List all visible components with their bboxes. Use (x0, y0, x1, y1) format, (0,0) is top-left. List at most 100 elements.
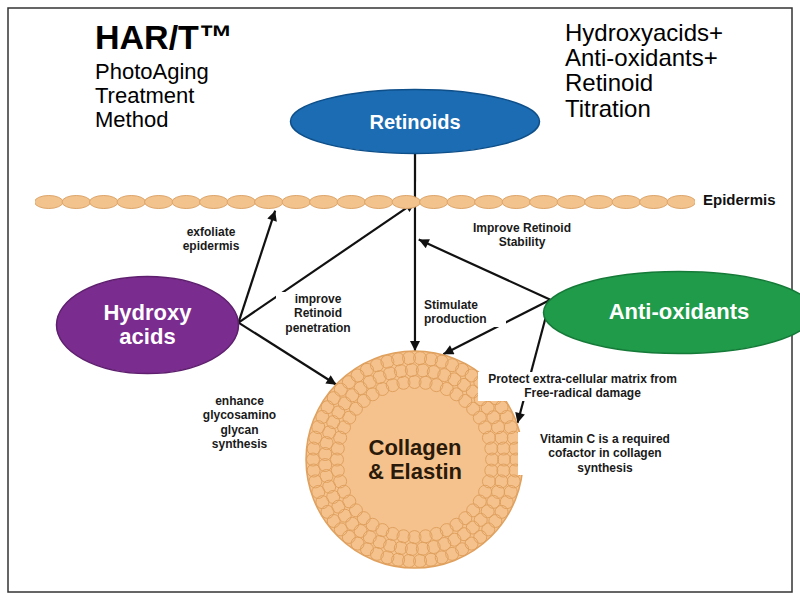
fiber-loop (352, 369, 365, 382)
node-text-box: Anti-oxidants (592, 300, 767, 324)
node-text-box: Collagen & Elastin (365, 436, 465, 484)
fiber-loop (355, 525, 368, 538)
fiber-loop (374, 536, 387, 549)
cell-bead (447, 196, 476, 209)
edge-label: Protect extra-cellular matrix from Free-… (478, 372, 687, 401)
title: HAR/T™ (95, 18, 233, 57)
node-label: Epidermis (703, 192, 776, 209)
ellipse-fill (544, 272, 800, 354)
fiber-loop (497, 442, 510, 455)
fiber-loop (485, 442, 498, 455)
cell-bead (640, 196, 669, 209)
heading-note: Hydroxyacids+ Anti-oxidants+ Retinoid Ti… (565, 20, 733, 121)
fiber-loop (367, 388, 380, 401)
fiber-loop (475, 514, 488, 527)
edge-label: Improve Retinoid Stability (455, 221, 589, 250)
cell-bead (530, 196, 559, 209)
fiber-loop (482, 523, 495, 536)
fiber-loop (467, 403, 480, 416)
fiber-loop (458, 528, 471, 541)
ellipse-fill (291, 90, 540, 154)
fiber-loop (364, 376, 377, 389)
cell-bead (200, 196, 229, 209)
cell-bead (90, 196, 119, 209)
fiber-loop (358, 512, 371, 525)
frame-border (8, 8, 792, 592)
fiber-loop (456, 364, 469, 377)
antioxidant-ellipse: Anti-oxidants (542, 270, 800, 355)
cell-bead (117, 196, 146, 209)
cell-bead (310, 196, 339, 209)
fiber-loop (338, 421, 351, 434)
fiber-ring (331, 376, 499, 544)
fiber-loop (352, 538, 365, 551)
edge-label: Vitamin C is a required cofactor in coll… (518, 432, 692, 475)
fiber-loop (371, 548, 384, 561)
fiber-loop (343, 376, 356, 389)
fiber-loop (467, 521, 480, 534)
fiber-loop (458, 379, 471, 392)
node-label: Retinoids (335, 111, 495, 133)
fiber-loop (459, 512, 472, 525)
cell-bead (612, 196, 641, 209)
cell-bead (62, 196, 91, 209)
fiber-loop (358, 395, 371, 408)
fiber-loop (450, 388, 463, 401)
node-label: Collagen & Elastin (365, 436, 465, 484)
fiber-loop (346, 389, 359, 402)
edge-label: Stimulate production (422, 298, 506, 327)
fiber-loop (343, 531, 356, 544)
edge-label: improve Retinoid penetration (276, 292, 360, 335)
ellipse-fill (57, 277, 239, 374)
cell-bead (420, 196, 449, 209)
fiber-loop (474, 531, 487, 544)
node-label: Hydroxy acids (93, 301, 203, 349)
node-label: Anti-oxidants (592, 300, 767, 324)
fiber-loop (501, 496, 514, 509)
fiber-loop (456, 543, 469, 556)
cell-bead (585, 196, 614, 209)
heading-note: PhotoAging Treatment Method (95, 60, 225, 133)
cell-bead (557, 196, 586, 209)
fiber-loop (467, 504, 480, 517)
node-text-box: Hydroxy acids (93, 301, 203, 349)
fiber-loop (350, 403, 363, 416)
cell-bead (667, 196, 695, 209)
cell-bead (392, 196, 421, 209)
fiber-loop (441, 383, 454, 396)
fiber-loop (465, 369, 478, 382)
fiber-loop (376, 524, 389, 537)
fiber-loop (343, 495, 356, 508)
cell-bead (282, 196, 311, 209)
cell-bead (255, 196, 284, 209)
fiber-loop (350, 504, 363, 517)
fiber-loop (355, 382, 368, 395)
fiber-loop (459, 395, 472, 408)
shape-outline (35, 190, 695, 214)
retinoid-ellipse: Retinoids (289, 88, 541, 155)
arrow-connector (414, 154, 416, 351)
fiber-loop (343, 412, 356, 425)
cell-bead (475, 196, 504, 209)
fiber-loop (448, 534, 461, 547)
edge-label: exfoliate epidermis (166, 225, 256, 254)
cell-bead (227, 196, 256, 209)
epidermis-band: Epidermis (35, 190, 795, 214)
hydroxy-ellipse: Hydroxy acids (55, 275, 240, 375)
fiber-loop (346, 518, 359, 531)
fiber-loop (364, 531, 377, 544)
fiber-loop (361, 543, 374, 556)
fiber-loop (479, 486, 492, 499)
fiber-loop (367, 519, 380, 532)
fiber-loop (492, 486, 505, 499)
cell-bead (172, 196, 201, 209)
edge-label: enhance glycosamino glycan synthesis (190, 394, 289, 452)
cell-bead (35, 196, 63, 209)
fiber-loop (448, 373, 461, 386)
fiber-loop (361, 364, 374, 377)
cell-bead (502, 196, 531, 209)
fiber-loop (465, 538, 478, 551)
node-text-box: Retinoids (335, 111, 495, 133)
cell-bead (337, 196, 366, 209)
